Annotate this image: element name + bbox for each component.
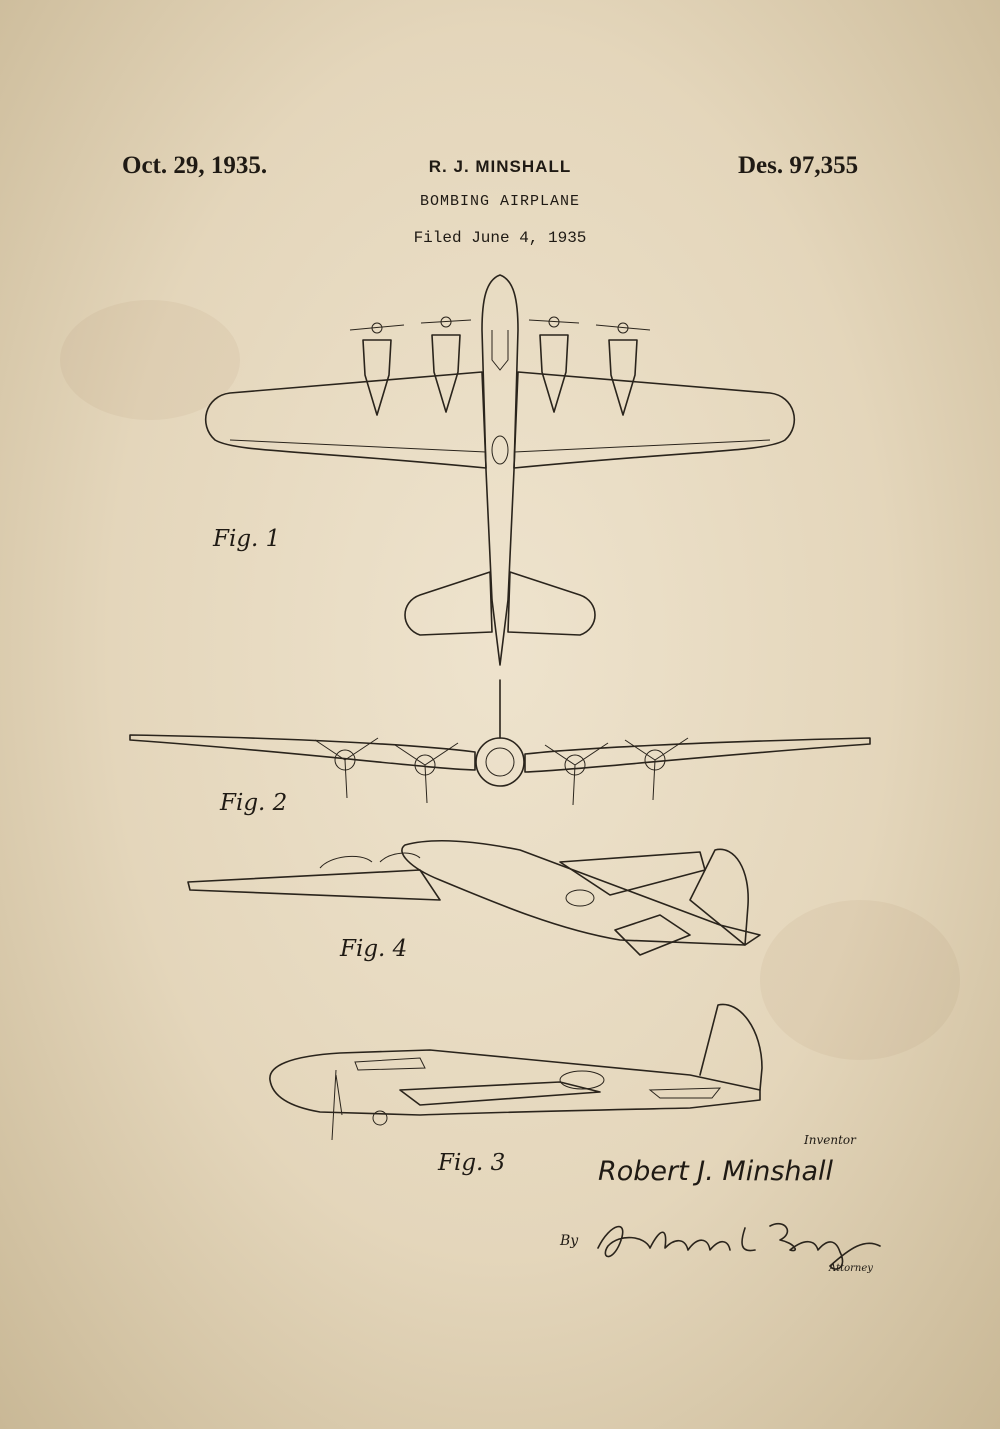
fig4-perspective-drawing (187, 840, 761, 956)
filed-date: Filed June 4, 1935 (413, 229, 587, 247)
fig4-label: Fig. 4 (340, 936, 408, 962)
fig2-label: Fig. 2 (220, 790, 288, 816)
inventor-name: Robert J. Minshall (598, 1156, 834, 1187)
by-label: By (560, 1233, 579, 1249)
paper-stain (60, 300, 240, 420)
fig2-front-view-drawing (129, 679, 871, 806)
design-number: Des. 97,355 (738, 152, 859, 179)
patent-title: BOMBING AIRPLANE (419, 193, 581, 210)
inventor-label: Inventor (804, 1133, 856, 1147)
fig1-top-view-drawing (204, 274, 796, 666)
paper-stain (760, 900, 960, 1060)
fig3-side-view-drawing (269, 1003, 763, 1141)
fig3-label: Fig. 3 (438, 1150, 506, 1176)
inventor-heading: R. J. MINSHALL (428, 157, 572, 176)
fig1-label: Fig. 1 (213, 526, 281, 552)
attorney-label: Attorney (829, 1263, 873, 1274)
patent-date: Oct. 29, 1935. (122, 152, 268, 179)
attorney-signature (597, 1223, 881, 1270)
